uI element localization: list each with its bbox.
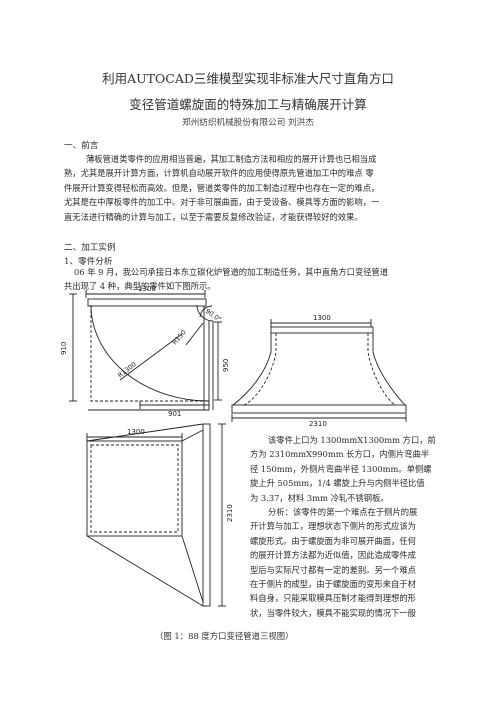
radius-leader-inner bbox=[185, 322, 204, 346]
case-paragraph: 06 年 9 月，我公司承接日本东立碳化炉管道的加工制造任务，其中直角方口变径管… bbox=[64, 265, 388, 294]
dim-plan-top: 1300 bbox=[127, 428, 145, 436]
intro-line: 直无法进行精确的计算与加工，以至于需要反复修改验证，才能获得较好的效果。 bbox=[64, 211, 363, 222]
front-view-right-curve bbox=[372, 333, 406, 406]
desc-line: 径 150mm，外侧片弯曲半径 1300mm。单侧螺 bbox=[250, 463, 432, 474]
author-line: 郑州纺织机械股份有限公司 刘洪杰 bbox=[182, 118, 314, 128]
description-paragraph: 该零件上口为 1300mmX1300mm 方口，前 方为 2310mmX990m… bbox=[250, 433, 436, 620]
side-view-top-flange bbox=[87, 298, 207, 307]
case-line: 06 年 9 月，我公司承接日本东立碳化炉管道的加工制造任务，其中直角方口变径管… bbox=[74, 267, 389, 277]
desc-line: 状，当零件较大，模具不能实现的情况下一般 bbox=[250, 607, 416, 618]
plan-view-edge-bottom bbox=[86, 535, 204, 607]
dim-front-top: 1300 bbox=[313, 314, 331, 322]
dim-right-height: 950 bbox=[222, 359, 230, 372]
dim-top-width: 1300 bbox=[138, 285, 156, 293]
side-view-dashed-outline bbox=[90, 305, 209, 402]
plan-view-top-square bbox=[86, 440, 183, 537]
plan-view-edge-top bbox=[86, 423, 204, 442]
front-view-bottom-flange bbox=[231, 404, 407, 414]
side-view-outer-arc bbox=[90, 304, 210, 402]
intro-paragraph: 薄板管道类零件的应用相当普遍，其加工制造方法和相应的展开计算也已相当成 熟，尤其… bbox=[64, 152, 379, 224]
desc-line: 料自身，只能采取模具压制才能得到理想的形 bbox=[250, 593, 416, 604]
section-1-heading: 一、前言 bbox=[64, 141, 99, 151]
front-view-top-flange bbox=[270, 326, 374, 334]
desc-line: 型后与实际尺寸都有一定的差别。另一个难点 bbox=[250, 564, 416, 575]
radius-leader-outer bbox=[119, 333, 183, 381]
desc-line: 在于侧片的成型，由于螺旋面的变形来自于材 bbox=[250, 579, 416, 590]
intro-line: 熟，尤其是展开计算方面，计算机自动展开软件的应用使得原先管道加工中的难点 零 bbox=[64, 168, 374, 179]
dim-outer-radius: R1300 bbox=[116, 360, 138, 379]
desc-line: 分析：该零件的第一个难点在于侧片的展 bbox=[268, 507, 418, 518]
desc-line: 的展开计算方法都为近似值，因此造成零件成 bbox=[250, 550, 416, 561]
section-2-heading: 二、加工实例 bbox=[64, 243, 116, 253]
side-view-inner-arc bbox=[196, 304, 214, 322]
dim-bottom-width: 901 bbox=[168, 410, 181, 418]
front-view-left-curve bbox=[232, 333, 272, 406]
dim-inner-radius: R150 bbox=[171, 328, 188, 346]
intro-line: 尤其是在中厚板零件的加工中。对于非可展曲面，由于受设备、模具等方面的影响，一 bbox=[64, 197, 380, 208]
desc-line: 该零件上口为 1300mmX1300mm 方口，前 bbox=[268, 435, 436, 445]
title-line-2: 变径管道螺旋面的特殊加工与精确展开计算 bbox=[129, 97, 367, 112]
dim-left-height: 910 bbox=[60, 342, 68, 355]
figure-caption: （图 1：88 度方口变径管道三视图） bbox=[155, 631, 294, 641]
dim-front-bottom: 2310 bbox=[309, 420, 327, 428]
plan-view-right-flange bbox=[202, 423, 211, 607]
desc-line: 为 3.37，材料 3mm 冷轧不锈钢板。 bbox=[250, 492, 389, 503]
case-line: 共出现了 4 种，典型的零件如下图所示。 bbox=[64, 281, 216, 292]
desc-line: 方为 2310mmX990mm 长方口，内侧片弯曲半 bbox=[250, 449, 430, 460]
desc-line: 旋上升 505mm，1/4 螺旋上升与内侧半径比值 bbox=[250, 478, 425, 489]
intro-line: 薄板管道类零件的应用相当普遍，其加工制造方法和相应的展开计算也已相当成 bbox=[86, 154, 377, 164]
title-line-1: 利用AUTOCAD三维模型实现非标准大尺寸直角方口 bbox=[102, 71, 394, 86]
subsection-heading: 1、零件分析 bbox=[64, 257, 113, 267]
desc-line: 螺旋形式。由于螺旋面为非可展开曲面，任何 bbox=[250, 535, 416, 546]
dim-plan-right: 2310 bbox=[226, 504, 234, 522]
desc-line: 开计算与加工，理想状态下侧片的形式应该为 bbox=[250, 521, 416, 532]
intro-line: 件展开计算变得轻松而高效。但是，管道类零件的加工制造过程中也存在一定的难点， bbox=[64, 182, 380, 193]
